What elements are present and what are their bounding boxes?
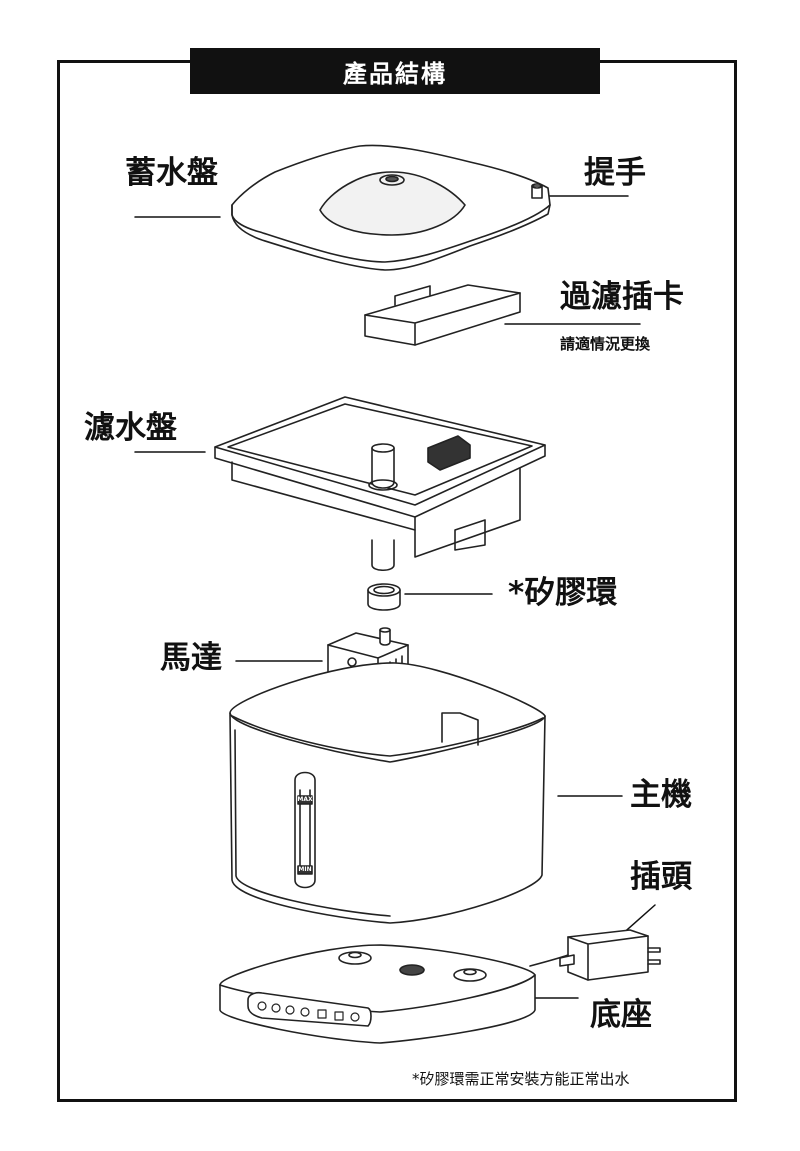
label-plug: 插頭 [630,859,692,895]
label-filter: 過濾插卡 [560,279,684,315]
footnote: *矽膠環需正常安裝方能正常出水 [412,1070,630,1088]
page-title: 產品結構 [190,48,600,94]
label-main-unit: 主機 [630,777,692,813]
label-handle: 提手 [584,155,646,191]
filter-tray-drawing [214,396,546,572]
water-tray-drawing [231,144,551,271]
base-drawing [219,944,536,1044]
label-filter-tray: 濾水盤 [84,410,177,446]
label-base: 底座 [590,997,652,1033]
label-motor: 馬達 [160,640,222,676]
leader-lines [134,195,656,999]
label-water-tray: 蓄水盤 [125,155,218,191]
filter-card-drawing [364,284,521,346]
main-unit-drawing [229,662,546,924]
label-silicone-ring: *矽膠環 [508,575,618,611]
plug-drawing [529,929,661,981]
label-filter-note: 請適情況更換 [560,335,651,353]
min-mark: MIN [298,866,312,873]
silicone-ring-drawing [367,583,401,611]
max-mark: MAX [297,796,313,803]
